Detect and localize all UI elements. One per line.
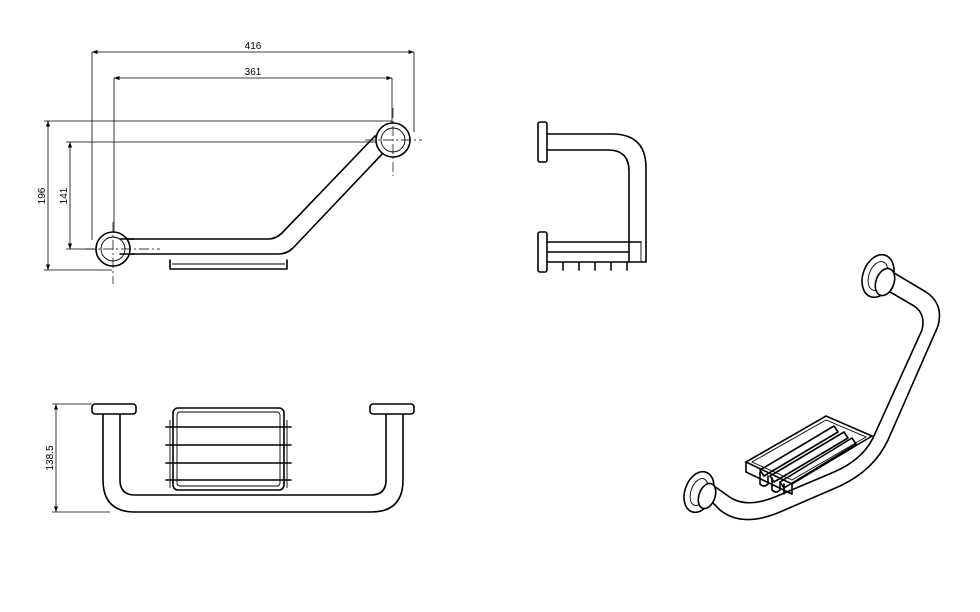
front-view-flange-left bbox=[91, 403, 137, 415]
top-view-bar-inner bbox=[119, 149, 387, 255]
top-view-soap-basket bbox=[169, 259, 288, 270]
front-view-soap-basket bbox=[165, 407, 292, 491]
top-view: 416 361 196 141 bbox=[37, 41, 422, 284]
iso-flange-bottom bbox=[683, 470, 717, 514]
side-view-flange-bottom bbox=[537, 231, 548, 273]
dimension-overall-height: 196 bbox=[37, 120, 392, 271]
dim-196-label: 196 bbox=[37, 187, 48, 204]
dim-416-label: 416 bbox=[245, 41, 262, 52]
iso-bar-outer bbox=[705, 269, 941, 521]
front-view-bar-outer bbox=[102, 413, 404, 513]
isometric-view bbox=[683, 253, 941, 521]
iso-flange-top bbox=[861, 253, 896, 299]
top-view-bar-outer bbox=[119, 135, 376, 240]
dim-138-5-label: 138.5 bbox=[45, 445, 56, 470]
side-view-bar-outer bbox=[546, 133, 647, 263]
front-view-bar-inner bbox=[119, 413, 387, 496]
dimension-front-height: 138.5 bbox=[45, 403, 110, 513]
side-view-basket-wires bbox=[546, 261, 630, 271]
iso-bar-inner bbox=[713, 285, 924, 504]
dimension-inner-width: 361 bbox=[113, 67, 393, 232]
dim-141-label: 141 bbox=[59, 187, 70, 204]
dim-361-label: 361 bbox=[245, 67, 262, 78]
front-view: 138.5 bbox=[45, 403, 415, 513]
iso-soap-basket bbox=[744, 415, 874, 495]
dimension-overall-width: 416 bbox=[91, 41, 415, 240]
side-view-bar-inner bbox=[546, 149, 630, 263]
side-view bbox=[537, 121, 647, 273]
front-view-flange-right bbox=[369, 403, 415, 415]
side-view-flange-top bbox=[537, 121, 548, 163]
